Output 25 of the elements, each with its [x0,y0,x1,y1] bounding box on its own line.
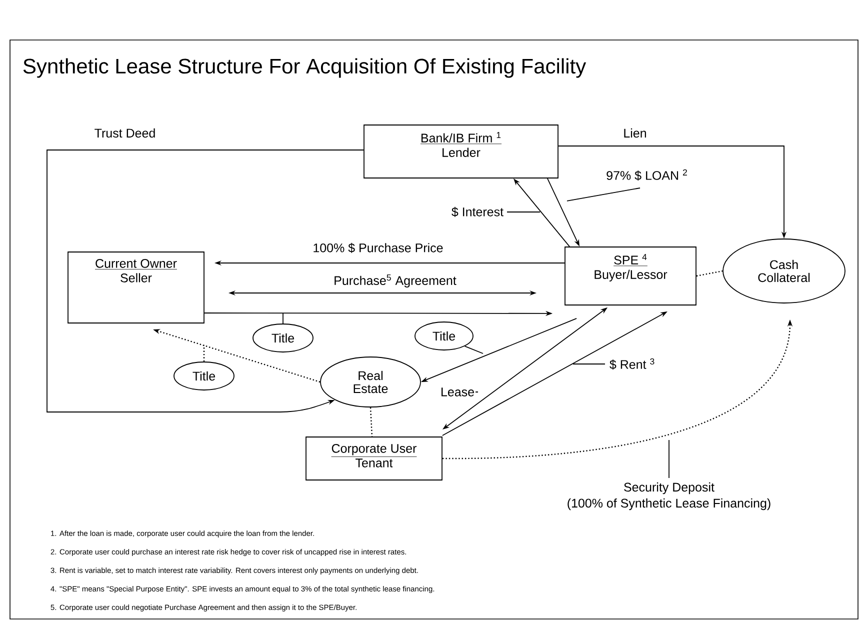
edge-label: Lease [440,386,476,398]
edge-label: 97% $ LOAN $^{2}$ [605,168,689,182]
connector-line [370,407,373,437]
edge-label: 100% $ Purchase Price [312,242,444,254]
connector-line [696,270,723,277]
oval-label: Real Estate [320,356,421,408]
oval-label: Title [252,324,314,352]
edge-label: Lien [622,127,648,139]
oval-label: Cash Collateral [722,238,846,304]
edge-label: Purchase$^{5}$ Agreement [332,274,458,288]
labeled-box: Bank/IB Firm $^{1}$ Lender [364,124,558,178]
edge-label: $ Rent $^{3}$ [608,357,656,371]
arrow [46,150,364,412]
diagram-title: Synthetic Lease Structure For Acquisition Of Existing Facility [23,58,586,78]
connector-line [464,346,484,354]
connector-line [203,345,205,362]
connector-line [282,312,284,324]
oval-label: Title [174,362,234,390]
edge-label: Trust Deed [93,127,157,139]
labeled-box: Current Owner Seller [68,252,204,324]
oval-label: Title [414,322,474,350]
edge-label: $ Interest [450,206,505,218]
labeled-box: SPE $^{4}$ Buyer/Lessor [564,246,696,306]
edge-label: Security Deposit (100% of Synthetic Lease Financing) [560,481,778,512]
labeled-box: Corporate User Tenant [306,436,442,480]
